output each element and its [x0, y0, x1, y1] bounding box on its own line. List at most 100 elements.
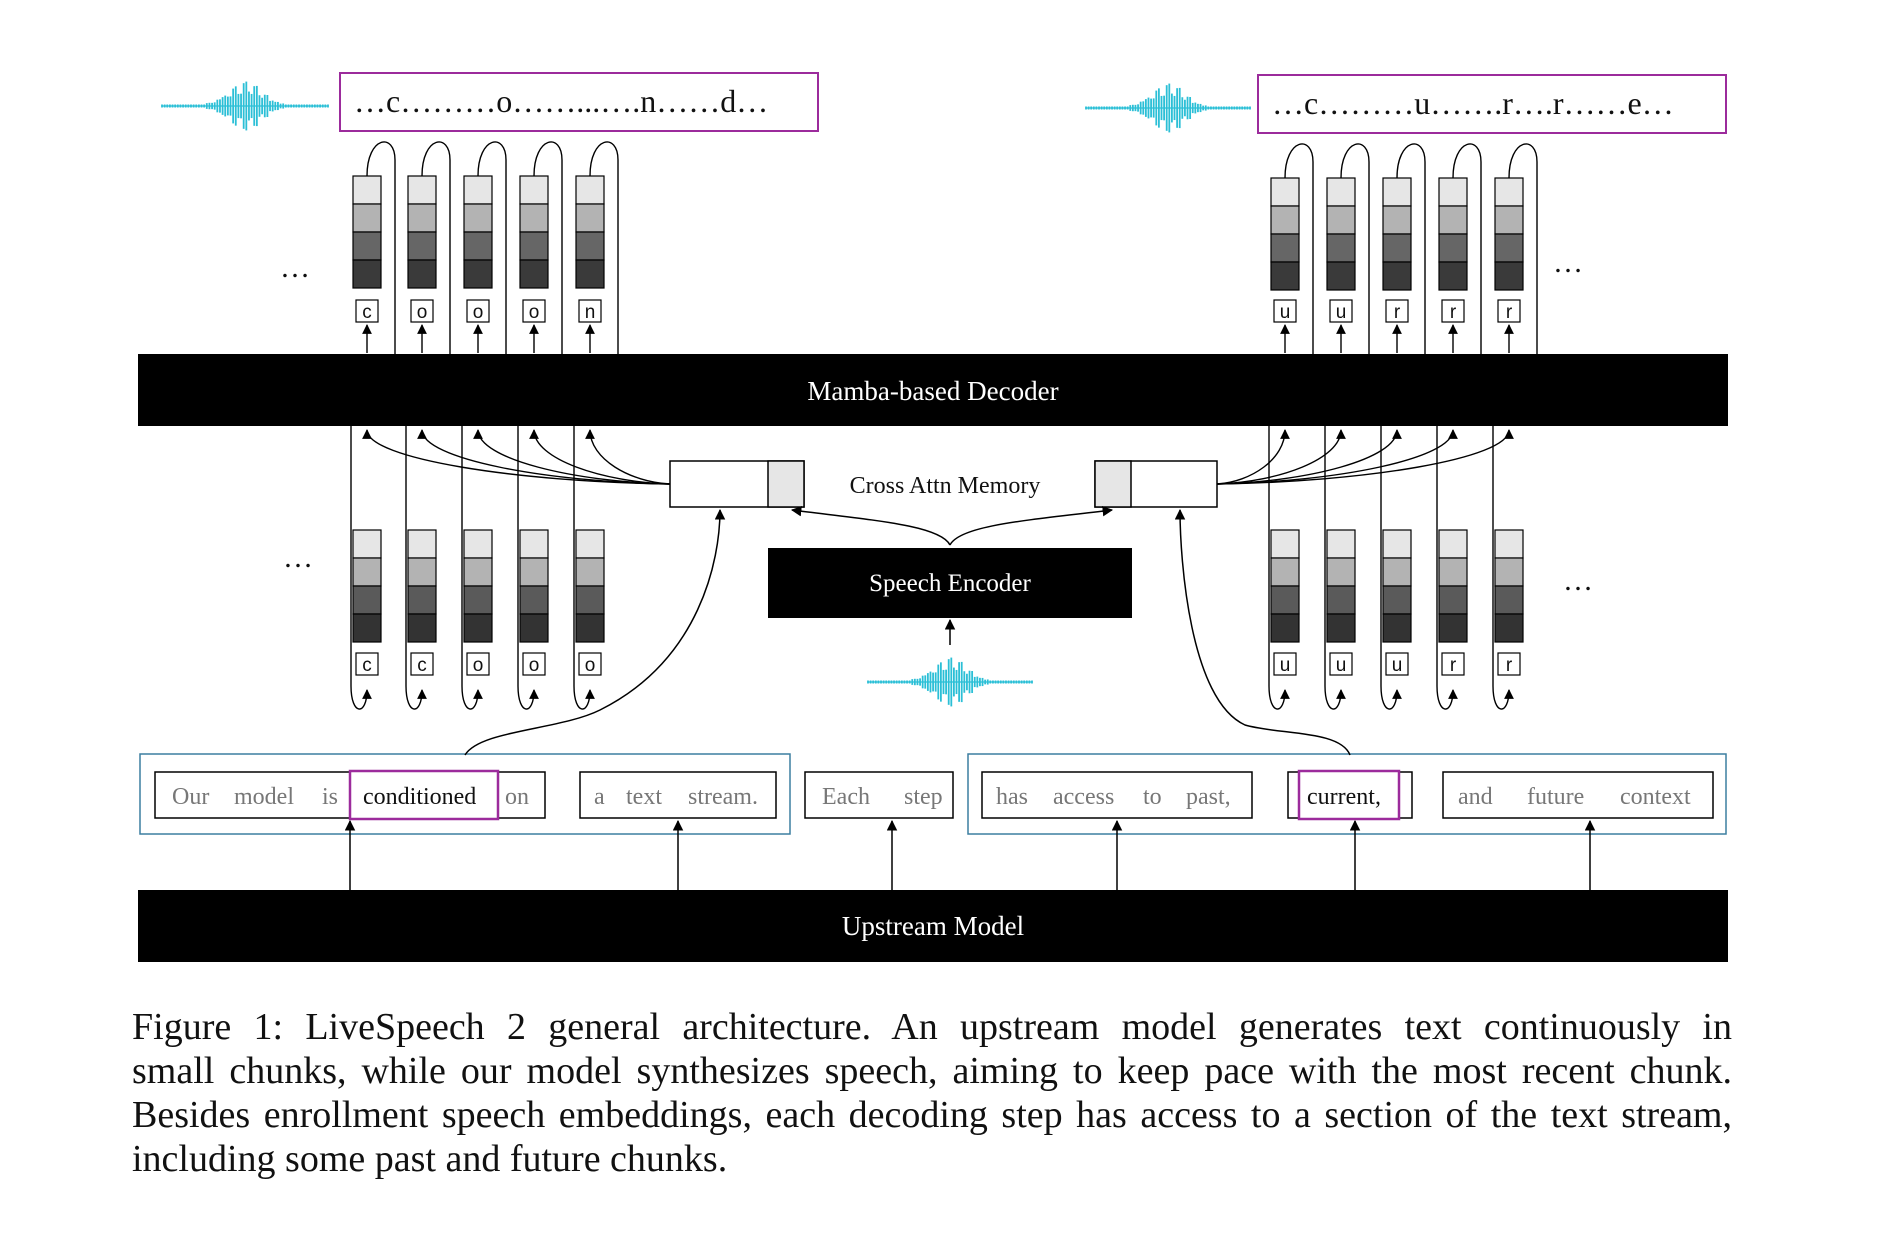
loop-line [517, 426, 539, 710]
left-output-box [339, 72, 819, 132]
loop-line [421, 141, 451, 354]
embedding-cell [352, 585, 382, 615]
left-output-text: …c………o……...….n……d… [354, 83, 768, 119]
loop-line [1380, 426, 1402, 710]
embedding-cell [463, 175, 493, 205]
embedding-cell [352, 175, 382, 205]
ellipsis: … [1553, 246, 1583, 279]
upstream-model-block [138, 890, 1728, 962]
embedding-column: o [407, 141, 451, 354]
embedding-cell [1270, 557, 1300, 587]
embedding-cell [519, 259, 549, 289]
embedding-cell [407, 585, 437, 615]
embedding-cell [1270, 529, 1300, 559]
embedding-cell [1326, 529, 1356, 559]
chunk-future-context: and future context [1458, 784, 1691, 810]
loop-line [477, 141, 507, 354]
embedding-cell [1382, 205, 1412, 235]
arrow [417, 429, 671, 485]
loop-line [350, 426, 372, 710]
embedding-cell [1326, 261, 1356, 291]
loop-line [366, 141, 396, 354]
embedding-cell [463, 557, 493, 587]
embedding-cell [1438, 177, 1468, 207]
token-box: u [1329, 299, 1353, 323]
svg-text:step: step [904, 784, 943, 810]
embedding-cell [1382, 585, 1412, 615]
embedding-cell [1270, 585, 1300, 615]
svg-text:model: model [234, 784, 294, 810]
embedding-cell [407, 557, 437, 587]
embedding-cell [407, 175, 437, 205]
caption-line: including some past and future chunks. [132, 1138, 728, 1180]
embedding-column: o [573, 426, 605, 710]
arrow [1216, 429, 1514, 485]
svg-text:to: to [1143, 784, 1162, 810]
embedding-cell [1270, 205, 1300, 235]
svg-text:stream.: stream. [688, 784, 758, 810]
embedding-cell [519, 175, 549, 205]
embedding-column: r [1438, 143, 1482, 354]
embedding-cell [575, 259, 605, 289]
embedding-column: u [1326, 143, 1370, 354]
token-box: r [1385, 299, 1409, 323]
chunk-each-step: Each step [822, 784, 943, 810]
embedding-column: r [1494, 143, 1538, 354]
embedding-cell [1382, 177, 1412, 207]
svg-text:access: access [1053, 784, 1114, 810]
embedding-cell [1438, 529, 1468, 559]
embedding-cell [1494, 177, 1524, 207]
svg-text:has: has [996, 784, 1028, 810]
embedding-cell [352, 613, 382, 643]
ellipsis: … [1563, 564, 1593, 597]
loop-line [1436, 426, 1458, 710]
speech-encoder-label: Speech Encoder [869, 570, 1031, 597]
embedding-cell [1270, 177, 1300, 207]
embedding-column: n [575, 141, 619, 354]
memory-to-decoder-arrows [362, 429, 671, 485]
token-char: r [1450, 302, 1457, 323]
token-char: o [473, 302, 484, 323]
embedding-cell [575, 613, 605, 643]
token-char: u [1392, 655, 1403, 676]
token-char: o [473, 655, 484, 676]
waveform-icon [161, 81, 329, 131]
token-char: o [529, 655, 540, 676]
arrow [1216, 429, 1402, 485]
speech-encoder-block [768, 548, 1132, 618]
memory-to-decoder-arrows [1216, 429, 1514, 485]
embedding-column: o [519, 141, 563, 354]
embedding-cell [1326, 205, 1356, 235]
token-box: c [355, 299, 379, 323]
embedding-cell [1326, 177, 1356, 207]
embedding-cell [575, 585, 605, 615]
loop-line [1492, 426, 1514, 710]
token-box: r [1441, 652, 1465, 676]
embedding-column: r [1436, 426, 1468, 710]
left-memory [669, 460, 805, 508]
loop-line [1268, 426, 1290, 710]
loop-line [1452, 143, 1482, 354]
loop-line [461, 426, 483, 710]
embedding-cell [407, 613, 437, 643]
embedding-column: u [1324, 426, 1356, 710]
token-char: c [417, 655, 427, 676]
loop-line [1508, 143, 1538, 354]
token-box: c [355, 652, 379, 676]
token-box: u [1273, 652, 1297, 676]
loop-line [573, 426, 595, 710]
token-box: o [466, 652, 490, 676]
highlight-current: current, [1307, 784, 1381, 810]
right-chunk-group [967, 753, 1727, 835]
embedding-cell [1382, 613, 1412, 643]
loop-line [405, 426, 427, 710]
svg-text:a: a [594, 784, 605, 810]
embedding-cell [1494, 261, 1524, 291]
embedding-cell [1438, 233, 1468, 263]
memory-label: Cross Attn Memory [850, 473, 1041, 499]
embedding-column: o [463, 141, 507, 354]
embedding-cell [1494, 613, 1524, 643]
embedding-cell [519, 585, 549, 615]
embedding-cell [463, 529, 493, 559]
embedding-column: r [1492, 426, 1524, 710]
